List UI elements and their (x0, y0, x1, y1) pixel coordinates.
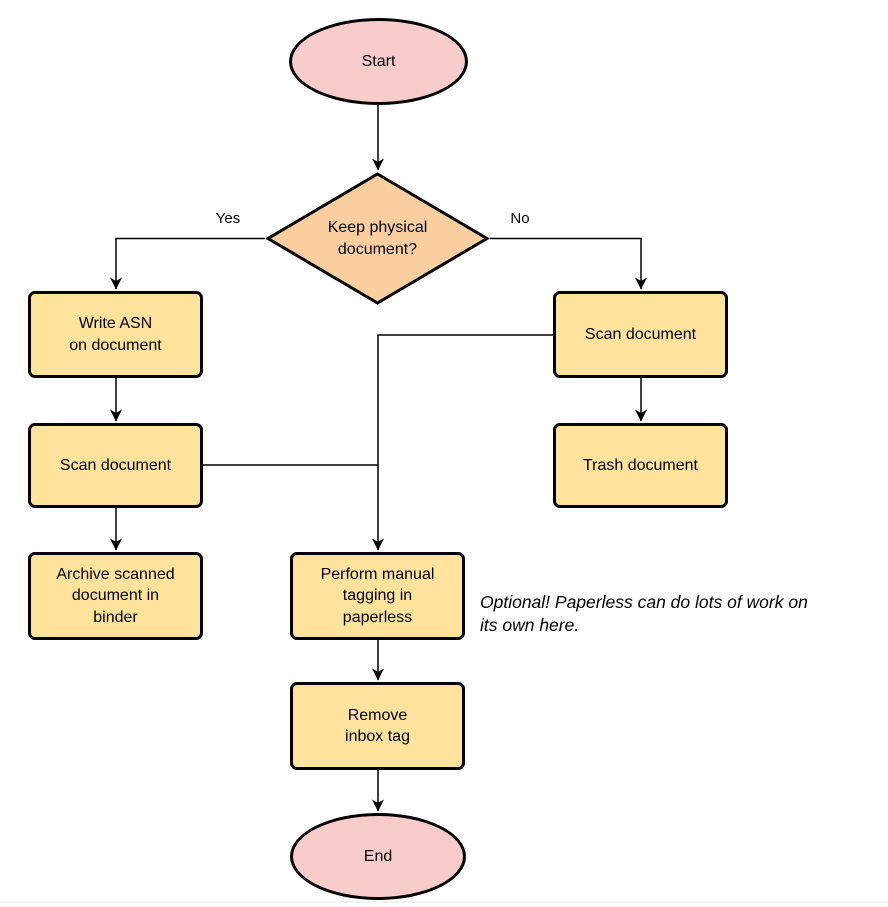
optional-note: Optional! Paperless can do lots of work … (480, 592, 808, 635)
bottom-divider (0, 901, 888, 903)
decision-diamond-shape (265, 172, 490, 305)
node-scan-document-right: Scan document (553, 291, 728, 378)
decision-label: Keep physical document? (327, 219, 428, 258)
edge-decision-yes-to-write-asn (110, 237, 265, 290)
edge-label-no: No (510, 210, 530, 227)
node-start: Start (289, 18, 468, 105)
edge-decision-no-to-scan-right (490, 237, 647, 290)
node-write-asn: Write ASN on document (28, 291, 203, 378)
node-archive-in-binder: Archive scanned document in binder (28, 552, 203, 640)
node-trash-document: Trash document (553, 423, 728, 508)
edge-label-yes: Yes (215, 210, 241, 227)
node-end: End (290, 813, 466, 900)
node-decision: Keep physical document? (265, 172, 490, 305)
edge-scan-right-to-tagging (372, 334, 553, 551)
node-manual-tagging: Perform manual tagging in paperless (290, 552, 465, 640)
node-remove-inbox-tag: Remove inbox tag (290, 682, 465, 770)
node-scan-document-left: Scan document (28, 423, 203, 508)
